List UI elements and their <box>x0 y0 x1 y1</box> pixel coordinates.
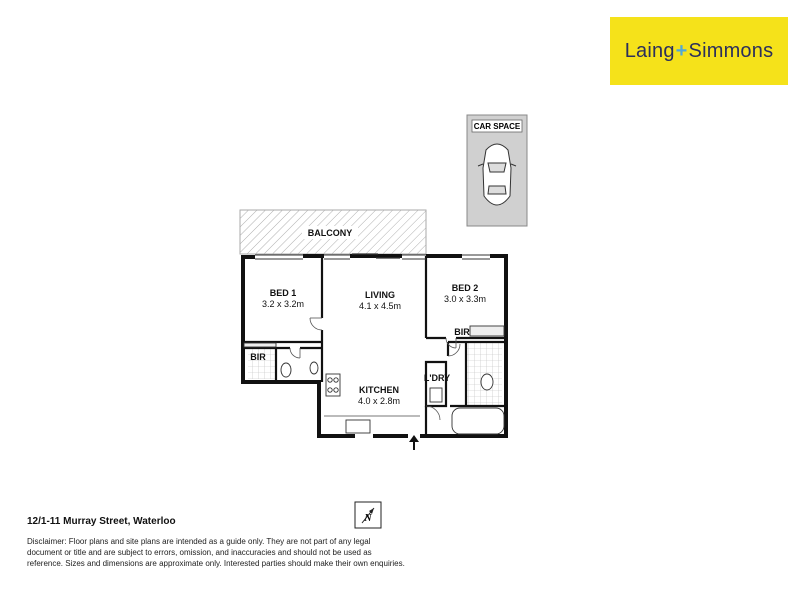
brand-logo-text: Laing+Simmons <box>624 40 774 62</box>
brand-logo: Laing+Simmons <box>610 17 788 85</box>
exterior-walls <box>241 254 508 438</box>
north-arrow-icon <box>361 507 375 524</box>
living-dimensions: 4.1 x 4.5m <box>359 301 401 311</box>
compass: N <box>354 501 382 529</box>
bed2-label: BED 2 <box>452 283 479 293</box>
windows <box>255 254 490 260</box>
disclaimer-text: Disclaimer: Floor plans and site plans a… <box>27 537 405 568</box>
car-icon <box>477 143 517 206</box>
bathroom-2-tiles <box>466 342 502 406</box>
entry-arrow-icon <box>409 435 419 450</box>
stove <box>325 373 341 397</box>
balcony-sliding-door <box>352 253 400 259</box>
kitchen-label: KITCHEN <box>359 385 399 395</box>
kitchen-sink <box>345 419 371 434</box>
robe-bed1 <box>243 342 277 348</box>
living-label: LIVING <box>365 290 395 300</box>
robe-bed2 <box>469 325 505 337</box>
bir2-label: BIR <box>454 327 470 337</box>
laundry-tub <box>429 387 443 403</box>
bathroom-1-tiles <box>248 349 276 379</box>
toilet-1 <box>280 362 292 378</box>
bed2-dimensions: 3.0 x 3.3m <box>444 294 486 304</box>
laundry-label: L'DRY <box>424 373 450 383</box>
balcony: BALCONY <box>239 209 427 255</box>
bed1-dimensions: 3.2 x 3.2m <box>262 299 304 309</box>
kitchen-dimensions: 4.0 x 2.8m <box>358 396 400 406</box>
car-space: CAR SPACE <box>466 114 528 227</box>
compass-letter: N <box>363 513 372 524</box>
fixtures <box>243 325 505 435</box>
interior-walls <box>243 256 506 436</box>
bathtub <box>451 407 505 435</box>
property-address: 12/1-11 Murray Street, Waterloo <box>27 516 176 527</box>
basin-1 <box>309 361 319 375</box>
door-swings <box>289 317 461 421</box>
bed1-label: BED 1 <box>270 288 297 298</box>
balcony-label: BALCONY <box>308 228 353 238</box>
car-space-label: CAR SPACE <box>474 122 521 131</box>
toilet-2 <box>480 373 494 391</box>
bir1-label: BIR <box>250 352 266 362</box>
